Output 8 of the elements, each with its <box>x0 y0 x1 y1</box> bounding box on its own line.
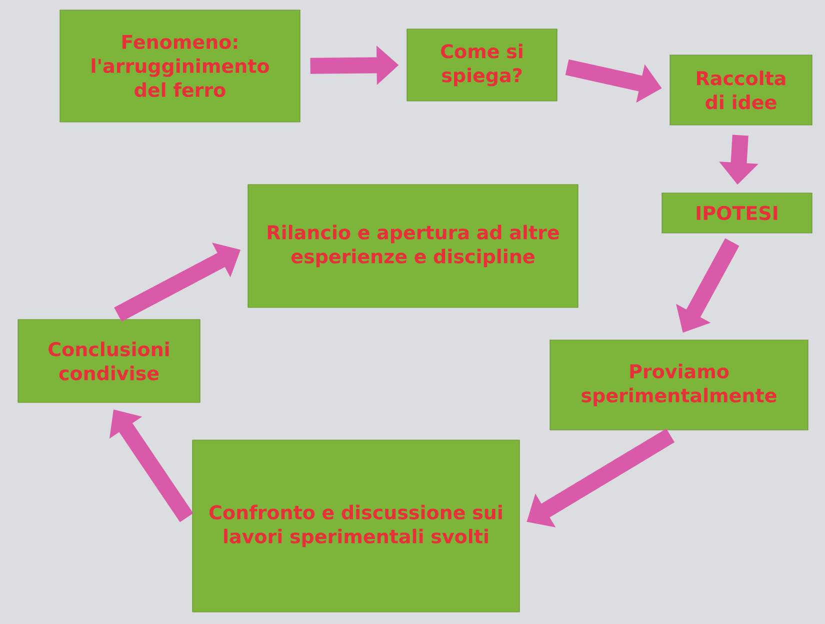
process-box: Confronto e discussione sui lavori sperimentali svolti <box>192 440 520 612</box>
process-box: Conclusioni condivise <box>18 319 200 403</box>
process-box: IPOTESI <box>662 192 812 234</box>
process-box: Fenomeno: l'arrugginimento del ferro <box>60 10 300 122</box>
process-box: Raccolta di idee <box>670 54 812 126</box>
process-box: Rilancio e apertura ad altre esperienze e discipline <box>248 184 578 308</box>
process-box: Proviamo sperimentalmente <box>550 340 808 430</box>
process-box: Come si spiega? <box>406 28 558 102</box>
